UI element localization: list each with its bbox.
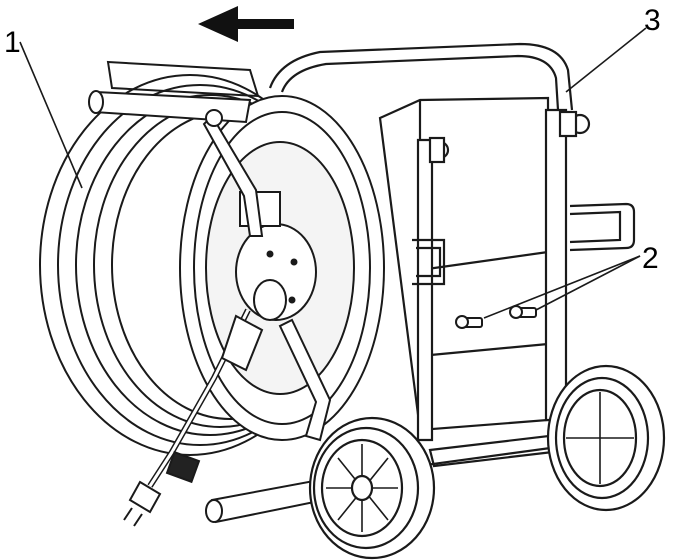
- callout-2-bolts: 2: [642, 242, 659, 275]
- frame: [268, 42, 636, 480]
- front-wheel: [308, 416, 436, 560]
- hose-reel: [39, 60, 385, 456]
- callout-1-hose-reel: 1: [4, 26, 21, 59]
- tow-handle-tube: [205, 476, 336, 524]
- power-cable: [147, 308, 264, 488]
- power-plug-icon: [123, 480, 162, 527]
- mounting-bolts: [455, 305, 537, 329]
- rear-wheel: [546, 364, 666, 512]
- leader-lines: [19, 27, 647, 319]
- arrow-left-icon: [198, 6, 294, 42]
- callout-3-frame: 3: [644, 4, 661, 37]
